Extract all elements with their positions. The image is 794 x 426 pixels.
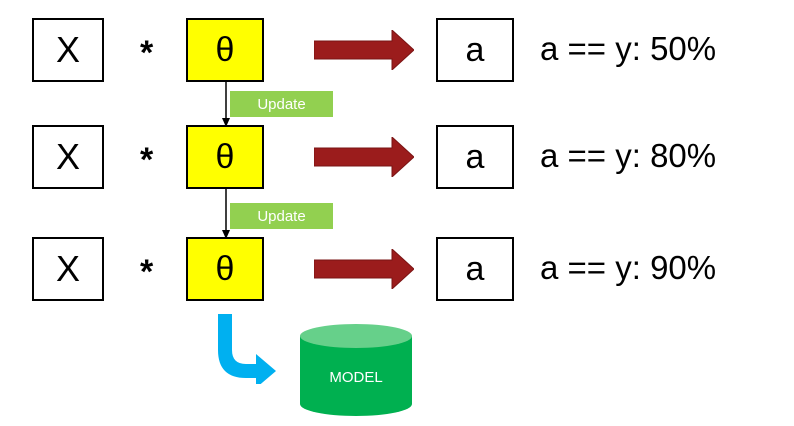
diagram-row-3: X * θ a a == y: 90% (0, 237, 794, 307)
down-connector-arrow-icon (222, 82, 230, 127)
diagram-row-2: X * θ a a == y: 80% (0, 125, 794, 195)
update-label: Update (230, 203, 333, 229)
model-label: MODEL (329, 369, 383, 386)
multiply-operator: * (140, 253, 154, 291)
curved-arrow-icon (218, 314, 276, 384)
right-arrow-icon (314, 137, 414, 177)
theta-box: θ (186, 18, 264, 82)
accuracy-label: a == y: 80% (540, 137, 717, 174)
input-x-box: X (32, 18, 104, 82)
accuracy-label: a == y: 90% (540, 249, 717, 286)
input-x-box: X (32, 237, 104, 301)
multiply-operator: * (140, 141, 154, 179)
output-a-box: a (436, 18, 514, 82)
right-arrow-icon (314, 30, 414, 70)
theta-box: θ (186, 237, 264, 301)
multiply-operator: * (140, 34, 154, 72)
update-label: Update (230, 91, 333, 117)
input-x-box: X (32, 125, 104, 189)
theta-box: θ (186, 125, 264, 189)
output-a-box: a (436, 125, 514, 189)
right-arrow-icon (314, 249, 414, 289)
database-icon (300, 324, 412, 416)
output-a-box: a (436, 237, 514, 301)
accuracy-label: a == y: 50% (540, 30, 717, 67)
down-connector-arrow-icon (222, 189, 230, 239)
diagram-row-1: X * θ a a == y: 50% (0, 18, 794, 88)
